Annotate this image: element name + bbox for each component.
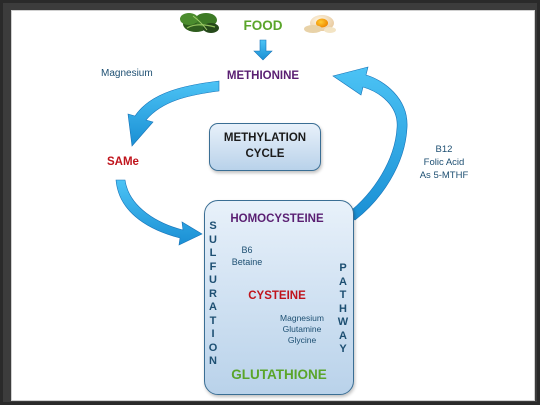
side-label-letter: W	[337, 316, 349, 328]
side-label-letter: P	[339, 262, 347, 274]
homocysteine-label: HOMOCYSTEINE	[230, 213, 324, 225]
glutathione-label: GLUTATHIONE	[231, 367, 327, 382]
methionine-label: METHIONINE	[226, 70, 300, 82]
side-label-letter: R	[209, 287, 217, 300]
same-to-homocysteine-arrow	[115, 179, 203, 246]
side-label-letter: A	[209, 301, 217, 313]
sulfuration-pathway-box	[204, 200, 354, 395]
b6-cofactor-label: B6	[241, 245, 253, 255]
side-label-letter: S	[209, 220, 217, 232]
side-label-letter: F	[209, 260, 217, 273]
food-to-methionine-arrow	[253, 39, 273, 61]
homocysteine-to-methionine-arrow	[332, 66, 408, 221]
methionine-to-same-arrow	[127, 80, 220, 147]
folic-acid-cofactor-label: Folic Acid	[423, 157, 465, 168]
side-label-letter: Y	[339, 343, 347, 355]
magnesium-cofactor-label: Magnesium	[101, 68, 153, 79]
side-label-letter: A	[339, 275, 347, 288]
b12-cofactor-label: B12	[435, 144, 453, 155]
methylation-cycle-box	[209, 123, 321, 171]
side-label-letter: U	[209, 274, 217, 286]
side-label-letter: L	[209, 247, 217, 259]
cysteine-label: CYSTEINE	[248, 290, 306, 302]
side-label-letter: T	[339, 289, 347, 301]
side-label-letter: H	[339, 302, 347, 315]
same-label: SAMe	[107, 156, 139, 168]
betaine-cofactor-label: Betaine	[231, 257, 263, 267]
side-label-letter: A	[339, 329, 347, 342]
side-label-letter: N	[209, 355, 217, 367]
5-mthf-cofactor-label: As 5-MTHF	[419, 170, 469, 181]
side-label-letter: O	[208, 341, 218, 354]
glutamine-cofactor-label: Glutamine	[282, 324, 322, 334]
glycine-cofactor-label: Glycine	[287, 335, 317, 345]
food-label: FOOD	[243, 18, 283, 33]
leafy-greens-icon	[180, 13, 219, 33]
side-label-letter: U	[209, 233, 217, 246]
methylation-cycle-label-line2: CYCLE	[245, 148, 285, 160]
eggs-icon	[304, 15, 336, 33]
side-label-letter: T	[209, 314, 217, 327]
methylation-cycle-label-line1: METHYLATION	[223, 132, 307, 144]
magnesium-2-cofactor-label: Magnesium	[280, 313, 324, 323]
side-label-letter: I	[211, 328, 215, 340]
